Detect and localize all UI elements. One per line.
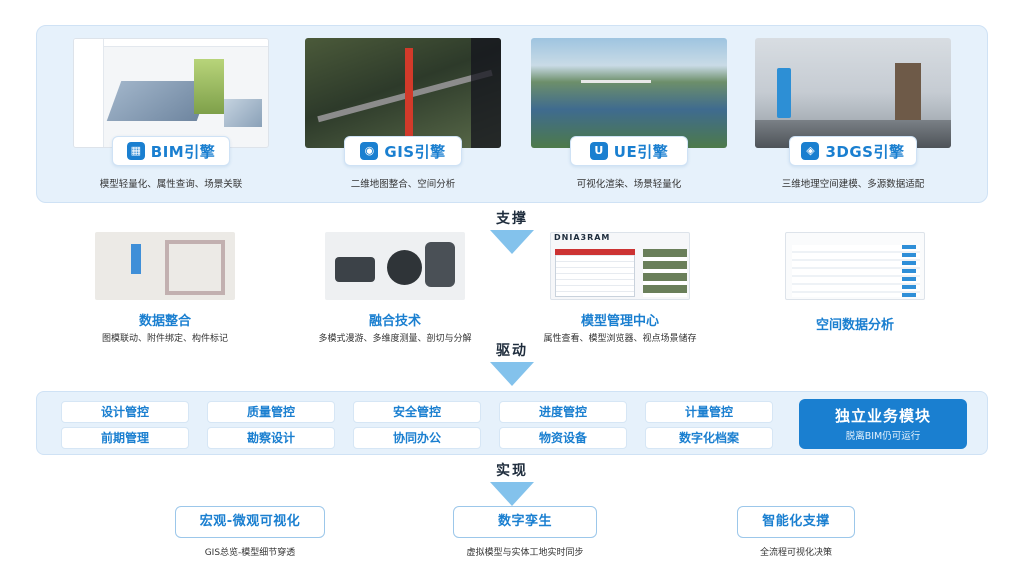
engine-gis-pill[interactable]: ◉ GIS引擎 (344, 136, 462, 166)
tech-sub: 属性查看、模型浏览器、视点场景储存 (543, 334, 697, 344)
module-design-control[interactable]: 设计管控 (61, 401, 189, 423)
model-center-thumbnail: DNIA3RAM (550, 232, 690, 300)
outcome-macro-micro[interactable]: 宏观-微观可视化 GIS总览-模型细节穿透 (160, 506, 340, 558)
unreal-icon: U (589, 142, 608, 160)
tech-fusion[interactable]: 融合技术 多模式漫游、多维度测量、剖切与分解 (310, 232, 480, 344)
standalone-title: 独立业务模块 (834, 407, 931, 425)
engine-3dgs-pill[interactable]: ◈ 3DGS引擎 (789, 136, 917, 166)
engine-desc: 可视化渲染、场景轻量化 (576, 179, 682, 190)
connector-label: 实现 (496, 463, 528, 479)
globe-icon: ◉ (360, 142, 379, 160)
connector-support: 支撑 (482, 208, 542, 254)
engine-ue[interactable]: U UE引擎 可视化渲染、场景轻量化 (531, 38, 727, 190)
engine-panel: ▦ BIM引擎 模型轻量化、属性查询、场景关联 ◉ GIS引擎 二维地图整合、空… (36, 25, 988, 203)
engine-desc: 二维地图整合、空间分析 (350, 179, 456, 190)
outcome-intelligent-support[interactable]: 智能化支撑 全流程可视化决策 (726, 506, 866, 558)
outcome-title: 宏观-微观可视化 (175, 506, 325, 538)
fusion-thumbnail (325, 232, 465, 300)
arrow-down-icon (490, 230, 534, 254)
gis-screenshot (305, 38, 501, 148)
tech-data-integration[interactable]: 数据整合 图模联动、附件绑定、构件标记 (90, 232, 240, 344)
engine-desc: 三维地理空间建模、多源数据适配 (781, 179, 925, 190)
tech-spatial-analysis[interactable]: 空间数据分析 (780, 232, 930, 333)
engine-name: UE引擎 (613, 142, 669, 161)
engine-gis[interactable]: ◉ GIS引擎 二维地图整合、空间分析 (305, 38, 501, 190)
connector-drive: 驱动 (482, 340, 542, 386)
tech-sub: 多模式漫游、多维度测量、剖切与分解 (318, 334, 472, 344)
outcome-title: 数字孪生 (453, 506, 597, 538)
standalone-sub: 脱离BIM仍可运行 (845, 431, 921, 442)
module-collaborative-office[interactable]: 协同办公 (353, 427, 481, 449)
outcome-note: 虚拟模型与实体工地实时同步 (466, 548, 584, 558)
engine-3dgs[interactable]: ◈ 3DGS引擎 三维地理空间建模、多源数据适配 (755, 38, 951, 190)
outcome-note: 全流程可视化决策 (759, 548, 832, 558)
engine-desc: 模型轻量化、属性查询、场景关联 (99, 179, 243, 190)
engine-name: GIS引擎 (384, 142, 446, 161)
outcome-note: GIS总览-模型细节穿透 (204, 548, 296, 558)
arrow-down-icon (490, 362, 534, 386)
module-survey-design[interactable]: 勘察设计 (207, 427, 335, 449)
module-quality-control[interactable]: 质量管控 (207, 401, 335, 423)
module-digital-archive[interactable]: 数字化档案 (645, 427, 773, 449)
module-schedule-control[interactable]: 进度管控 (499, 401, 627, 423)
module-materials-equipment[interactable]: 物资设备 (499, 427, 627, 449)
ue-screenshot (531, 38, 727, 148)
bim-icon: ▦ (126, 142, 145, 160)
engine-name: 3DGS引擎 (825, 142, 905, 161)
engine-ue-pill[interactable]: U UE引擎 (570, 136, 688, 166)
connector-label: 驱动 (496, 343, 528, 359)
tech-model-center[interactable]: DNIA3RAM 模型管理中心 属性查看、模型浏览器、视点场景储存 (535, 232, 705, 344)
module-preliminary-management[interactable]: 前期管理 (61, 427, 189, 449)
tech-sub: 图模联动、附件绑定、构件标记 (101, 334, 228, 344)
data-integration-thumbnail (95, 232, 235, 300)
module-metering-control[interactable]: 计量管控 (645, 401, 773, 423)
bim-screenshot (73, 38, 269, 148)
business-modules-panel: 设计管控 质量管控 安全管控 进度管控 计量管控 前期管理 勘察设计 协同办公 … (36, 391, 988, 455)
standalone-module-box[interactable]: 独立业务模块 脱离BIM仍可运行 (799, 399, 967, 449)
arrow-down-icon (490, 482, 534, 506)
tech-title: 空间数据分析 (815, 318, 894, 333)
outcome-digital-twin[interactable]: 数字孪生 虚拟模型与实体工地实时同步 (440, 506, 610, 558)
engine-bim[interactable]: ▦ BIM引擎 模型轻量化、属性查询、场景关联 (73, 38, 269, 190)
cube-icon: ◈ (801, 142, 820, 160)
module-safety-control[interactable]: 安全管控 (353, 401, 481, 423)
3dgs-screenshot (755, 38, 951, 148)
spatial-analysis-thumbnail (785, 232, 925, 300)
outcome-title: 智能化支撑 (737, 506, 855, 538)
model-center-thumb-header: DNIA3RAM (554, 233, 611, 242)
tech-title: 融合技术 (368, 314, 421, 329)
engine-bim-pill[interactable]: ▦ BIM引擎 (112, 136, 230, 166)
tech-title: 模型管理中心 (580, 314, 659, 329)
tech-title: 数据整合 (138, 314, 191, 329)
connector-realize: 实现 (482, 460, 542, 506)
connector-label: 支撑 (496, 211, 528, 227)
engine-name: BIM引擎 (150, 142, 216, 161)
